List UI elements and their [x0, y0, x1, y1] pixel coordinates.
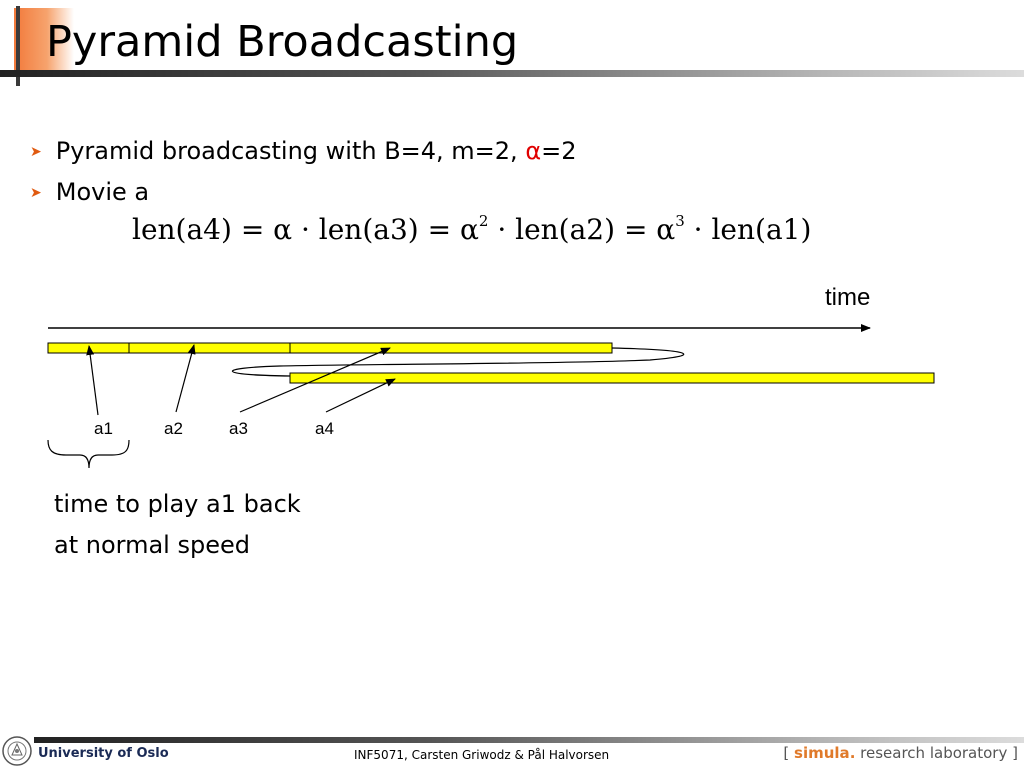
bullet-text: Movie a: [55, 178, 150, 206]
pyramid-broadcast-diagram: time a1 a2 a3 a4: [47, 284, 935, 469]
length-formula: len(a4) = α · len(a3) = α2 · len(a2) = α…: [132, 201, 811, 250]
footer-rule: [34, 737, 1024, 743]
label-a4: a4: [315, 419, 334, 438]
bullet-arrow-icon: ➤: [30, 185, 42, 201]
slide-title: Pyramid Broadcasting: [46, 17, 519, 67]
pointer-arrow-a4: [325, 378, 396, 413]
pointer-arrow-a2: [175, 344, 196, 413]
a1-duration-brace: [47, 439, 130, 469]
pointer-arrow-a1: [86, 345, 99, 416]
title-vertical-rule: [16, 6, 20, 86]
footer-brand-rest: research laboratory: [860, 744, 1008, 762]
bullet-arrow-icon: ➤: [30, 144, 42, 160]
footer-lab-brand: [ simula. research laboratory ]: [783, 744, 1018, 762]
pointer-arrow-a3: [239, 347, 391, 413]
alpha-symbol: α: [525, 137, 542, 165]
caption-line-1: time to play a1 back: [54, 490, 301, 518]
bullet-pyramid-broadcasting: ➤ Pyramid broadcasting with B=4, m=2, α=2: [30, 136, 577, 167]
caption-line-2: at normal speed: [54, 531, 250, 559]
segment-bar-a4: [289, 372, 935, 384]
footer-brand-simula: simula: [794, 744, 850, 762]
time-axis-label: time: [825, 284, 870, 311]
footer-brand-dot: .: [849, 744, 856, 762]
university-seal-icon: [2, 736, 32, 766]
wraparound-connector: [231, 347, 685, 377]
footer-bracket-open: [: [783, 744, 790, 762]
formula-exponent-2: 2: [478, 212, 489, 230]
title-underline-rule: [0, 70, 1024, 77]
formula-part-3: · len(a1): [684, 213, 812, 246]
label-a3: a3: [229, 419, 248, 438]
label-a1: a1: [94, 419, 113, 438]
bullet-suffix: =2: [541, 137, 577, 165]
label-a2: a2: [164, 419, 183, 438]
segment-bar-a3: [289, 342, 613, 354]
segment-bar-a1: [47, 342, 130, 354]
title-accent-block: [14, 8, 74, 74]
formula-exponent-3: 3: [675, 212, 685, 230]
bullet-text: Pyramid broadcasting with B=4, m=2,: [55, 137, 526, 165]
bullet-movie-a: ➤ Movie a: [30, 177, 149, 208]
segment-bar-a2: [128, 342, 291, 354]
footer-bracket-close: ]: [1012, 744, 1018, 762]
footer-institution: University of Oslo: [38, 746, 169, 761]
footer-course-authors: INF5071, Carsten Griwodz & Pål Halvorsen: [354, 748, 610, 762]
formula-part-1: len(a4) = α · len(a3) = α: [132, 213, 479, 246]
formula-part-2: · len(a2) = α: [488, 213, 676, 246]
